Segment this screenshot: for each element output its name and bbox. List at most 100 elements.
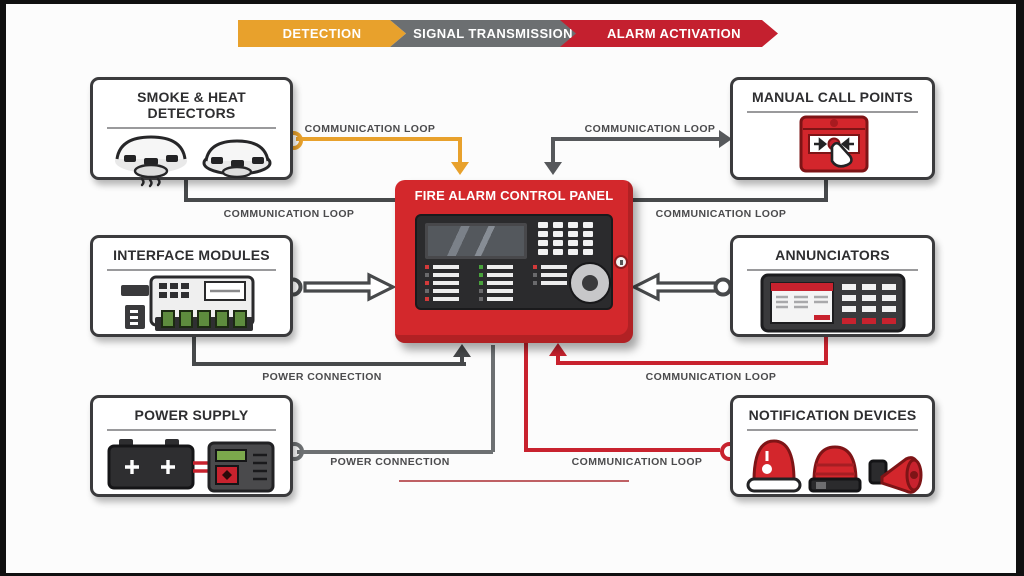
keypad-key <box>538 231 548 237</box>
box-smoke-heat-detectors: SMOKE & HEAT DETECTORS <box>90 77 293 188</box>
flow-step-signal-transmission: SIGNAL TRANSMISSION <box>390 20 586 47</box>
connection-label: COMMUNICATION LOOP <box>571 456 703 468</box>
connection-line <box>631 198 828 202</box>
megaphone-icon <box>868 456 922 494</box>
keypad-key <box>553 249 563 255</box>
power-supply-unit-icon <box>207 441 274 493</box>
keypad-key <box>538 222 548 228</box>
led-row <box>479 265 513 269</box>
led-row <box>479 281 513 285</box>
battery-icon <box>107 439 274 493</box>
box-interface-modules: INTERFACE MODULES <box>90 235 293 337</box>
keypad-key <box>583 240 593 246</box>
connection-line <box>460 355 464 364</box>
arrowhead-up-icon <box>453 344 471 357</box>
keypad-key <box>583 249 593 255</box>
connection-line <box>296 137 462 141</box>
box-power-supply: POWER SUPPLY <box>90 395 293 497</box>
keypad-key <box>553 222 563 228</box>
title-underline <box>106 429 277 431</box>
arrowhead-right-icon <box>719 130 732 148</box>
connection-line <box>524 343 528 452</box>
connection-line <box>551 137 555 163</box>
connection-line <box>556 354 560 363</box>
keypad-key <box>568 240 578 246</box>
flow-step-label: DETECTION <box>282 26 362 41</box>
interface-module-icon <box>120 275 254 331</box>
connection-line <box>524 448 720 452</box>
led-indicator-column <box>533 265 567 289</box>
connection-line <box>192 362 466 366</box>
frame-edge-bottom <box>0 573 1024 576</box>
box-title: SMOKE & HEAT DETECTORS <box>137 89 246 121</box>
connection-label: COMMUNICATION LOOP <box>584 123 716 135</box>
title-underline <box>746 429 919 431</box>
led-row <box>479 289 513 293</box>
keypad-key <box>538 249 548 255</box>
keypad-key <box>553 240 563 246</box>
panel-title: FIRE ALARM CONTROL PANEL <box>414 188 614 203</box>
connection-line <box>297 450 493 454</box>
box-title: INTERFACE MODULES <box>113 247 270 263</box>
beacon-icon <box>746 439 801 493</box>
arrowhead-down-icon <box>451 162 469 175</box>
box-title: ANNUNCIATORS <box>775 247 890 263</box>
connection-label: COMMUNICATION LOOP <box>304 123 436 135</box>
box-annunciators: ANNUNCIATORS <box>730 235 935 337</box>
smoke-detector-icon <box>114 135 271 188</box>
keypad-key <box>538 240 548 246</box>
keypad-key <box>583 231 593 237</box>
flow-step-detection: DETECTION <box>238 20 406 47</box>
keypad-key <box>568 249 578 255</box>
call-point-icon <box>799 115 868 173</box>
box-notification-devices: NOTIFICATION DEVICES <box>730 395 935 497</box>
led-row <box>425 273 459 277</box>
flow-step-label: ALARM ACTIVATION <box>607 26 741 41</box>
led-row <box>479 297 513 301</box>
interface-to-panel-pipe-arrow <box>283 272 397 302</box>
connection-line <box>491 345 495 452</box>
led-row <box>533 273 567 277</box>
navigation-pad <box>569 262 611 304</box>
title-underline <box>746 111 919 113</box>
box-title: MANUAL CALL POINTS <box>752 89 913 105</box>
connection-label: POWER CONNECTION <box>330 456 450 468</box>
led-indicator-column <box>425 265 459 305</box>
frame-edge-top <box>0 0 1024 4</box>
led-row <box>533 281 567 285</box>
keypad-key <box>568 222 578 228</box>
connection-line <box>184 180 188 201</box>
arrowhead-down-icon <box>544 162 562 175</box>
led-row <box>533 265 567 269</box>
flow-step-label: SIGNAL TRANSMISSION <box>413 26 573 41</box>
panel-seam <box>399 480 629 482</box>
annunciator-panel-icon <box>760 273 905 333</box>
connection-label: POWER CONNECTION <box>262 371 382 383</box>
panel-bezel <box>415 214 613 310</box>
connection-label: COMMUNICATION LOOP <box>655 208 787 220</box>
strobe-icon <box>808 445 861 493</box>
led-row <box>425 289 459 293</box>
title-underline <box>106 127 277 129</box>
connection-label: COMMUNICATION LOOP <box>645 371 777 383</box>
fire-alarm-control-panel: FIRE ALARM CONTROL PANEL <box>395 180 633 482</box>
connection-label: COMMUNICATION LOOP <box>223 208 355 220</box>
arrowhead-up-icon <box>549 343 567 356</box>
led-indicator-column <box>479 265 513 305</box>
box-title: NOTIFICATION DEVICES <box>748 407 917 423</box>
flow-step-alarm-activation: ALARM ACTIVATION <box>560 20 778 47</box>
keypad-key <box>583 222 593 228</box>
connection-line <box>184 198 396 202</box>
connection-line <box>824 180 828 201</box>
box-manual-call-points: MANUAL CALL POINTS <box>730 77 935 180</box>
keypad-key <box>568 231 578 237</box>
led-row <box>479 273 513 277</box>
connection-line <box>556 361 828 365</box>
frame-edge-right <box>1016 0 1024 576</box>
led-row <box>425 297 459 301</box>
keypad <box>538 222 602 255</box>
keypad-key <box>553 231 563 237</box>
connection-line <box>551 137 720 141</box>
led-row <box>425 281 459 285</box>
